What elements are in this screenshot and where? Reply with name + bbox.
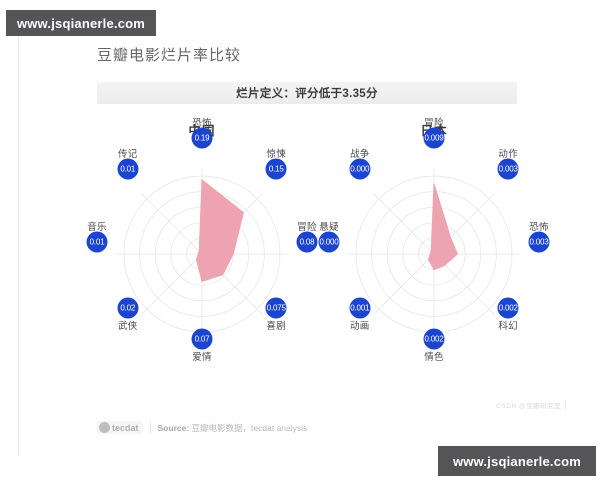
radar-axis-label: 冒险 xyxy=(297,222,317,233)
radar-axis-label: 武侠 xyxy=(117,321,138,333)
footer: tecdat Source: 豆瓣电影数据，tecdat analysis xyxy=(97,421,307,434)
radar-chart-china: 中国 恐怖0.19惊悚0.15冒险0.08喜剧0.075爱情0.07武侠0.02… xyxy=(77,118,327,390)
radar-value-bubble: 0.000 xyxy=(318,231,340,253)
radar-axis-label: 恐怖 xyxy=(529,222,549,233)
radar-axis-label: 冒险 xyxy=(424,118,444,129)
radar-value-bubble: 0.075 xyxy=(265,297,287,319)
footer-divider xyxy=(149,422,151,433)
radar-axis-label: 情色 xyxy=(424,352,444,363)
radar-value-bubble: 0.07 xyxy=(191,328,213,350)
radar-value-bubble: 0.002 xyxy=(497,297,519,319)
subtitle-banner: 烂片定义：评分低于3.35分 xyxy=(97,82,517,104)
radar-value-bubble: 0.009 xyxy=(423,127,445,149)
radar-axis-label: 科幻 xyxy=(498,321,519,333)
radar-chart-japan: 日本 冒险0.009动作0.003恐怖0.003科幻0.002情色0.002动画… xyxy=(309,118,559,390)
radar-axis-label: 喜剧 xyxy=(266,321,287,333)
radar-value-bubble: 0.003 xyxy=(528,231,550,253)
radar-axis-label: 动作 xyxy=(498,148,519,160)
radar-axis-label: 音乐 xyxy=(87,222,107,233)
footer-source-label: Source: xyxy=(157,422,190,433)
watermark-top: www.jsqianerle.com xyxy=(6,10,156,36)
radar-value-bubble: 0.001 xyxy=(349,297,371,319)
watermark-bottom: www.jsqianerle.com xyxy=(438,446,596,476)
subtitle-text: 烂片定义：评分低于3.35分 xyxy=(236,88,378,100)
radar-value-bubble: 0.000 xyxy=(349,158,371,180)
tecdat-logo: tecdat xyxy=(97,421,143,434)
radar-axis-label: 爱情 xyxy=(192,352,212,363)
page-title: 豆瓣电影烂片率比较 xyxy=(97,47,242,64)
radar-axis-label: 传记 xyxy=(117,148,138,160)
radar-axis-label: 悬疑 xyxy=(319,222,339,233)
report-card: 豆瓣电影烂片率比较 烂片定义：评分低于3.35分 中国 恐怖0.19惊悚0.15… xyxy=(18,28,584,456)
radar-value-bubble: 0.01 xyxy=(86,231,108,253)
radar-axis-label: 惊悚 xyxy=(266,148,287,160)
radar-value-bubble: 0.02 xyxy=(117,297,139,319)
radar-axis-label: 恐怖 xyxy=(192,118,212,129)
radar-axis-label: 战争 xyxy=(349,148,370,160)
csdn-watermark: CSDN @豆瓣研究室 xyxy=(496,400,566,410)
footer-source: Source: 豆瓣电影数据，tecdat analysis xyxy=(158,422,308,434)
radar-value-bubble: 0.003 xyxy=(497,158,519,180)
logo-dot-icon xyxy=(99,422,110,433)
radar-value-bubble: 0.15 xyxy=(265,158,287,180)
radar-value-bubble: 0.19 xyxy=(191,127,213,149)
radar-plot-china xyxy=(116,168,288,340)
charts-row: 中国 恐怖0.19惊悚0.15冒险0.08喜剧0.075爱情0.07武侠0.02… xyxy=(19,118,585,390)
radar-value-bubble: 0.002 xyxy=(423,328,445,350)
radar-value-bubble: 0.08 xyxy=(296,231,318,253)
radar-axis-label: 动画 xyxy=(349,321,370,333)
radar-value-bubble: 0.01 xyxy=(117,158,139,180)
footer-source-text: 豆瓣电影数据，tecdat analysis xyxy=(191,422,308,433)
tecdat-logo-text: tecdat xyxy=(112,422,139,433)
